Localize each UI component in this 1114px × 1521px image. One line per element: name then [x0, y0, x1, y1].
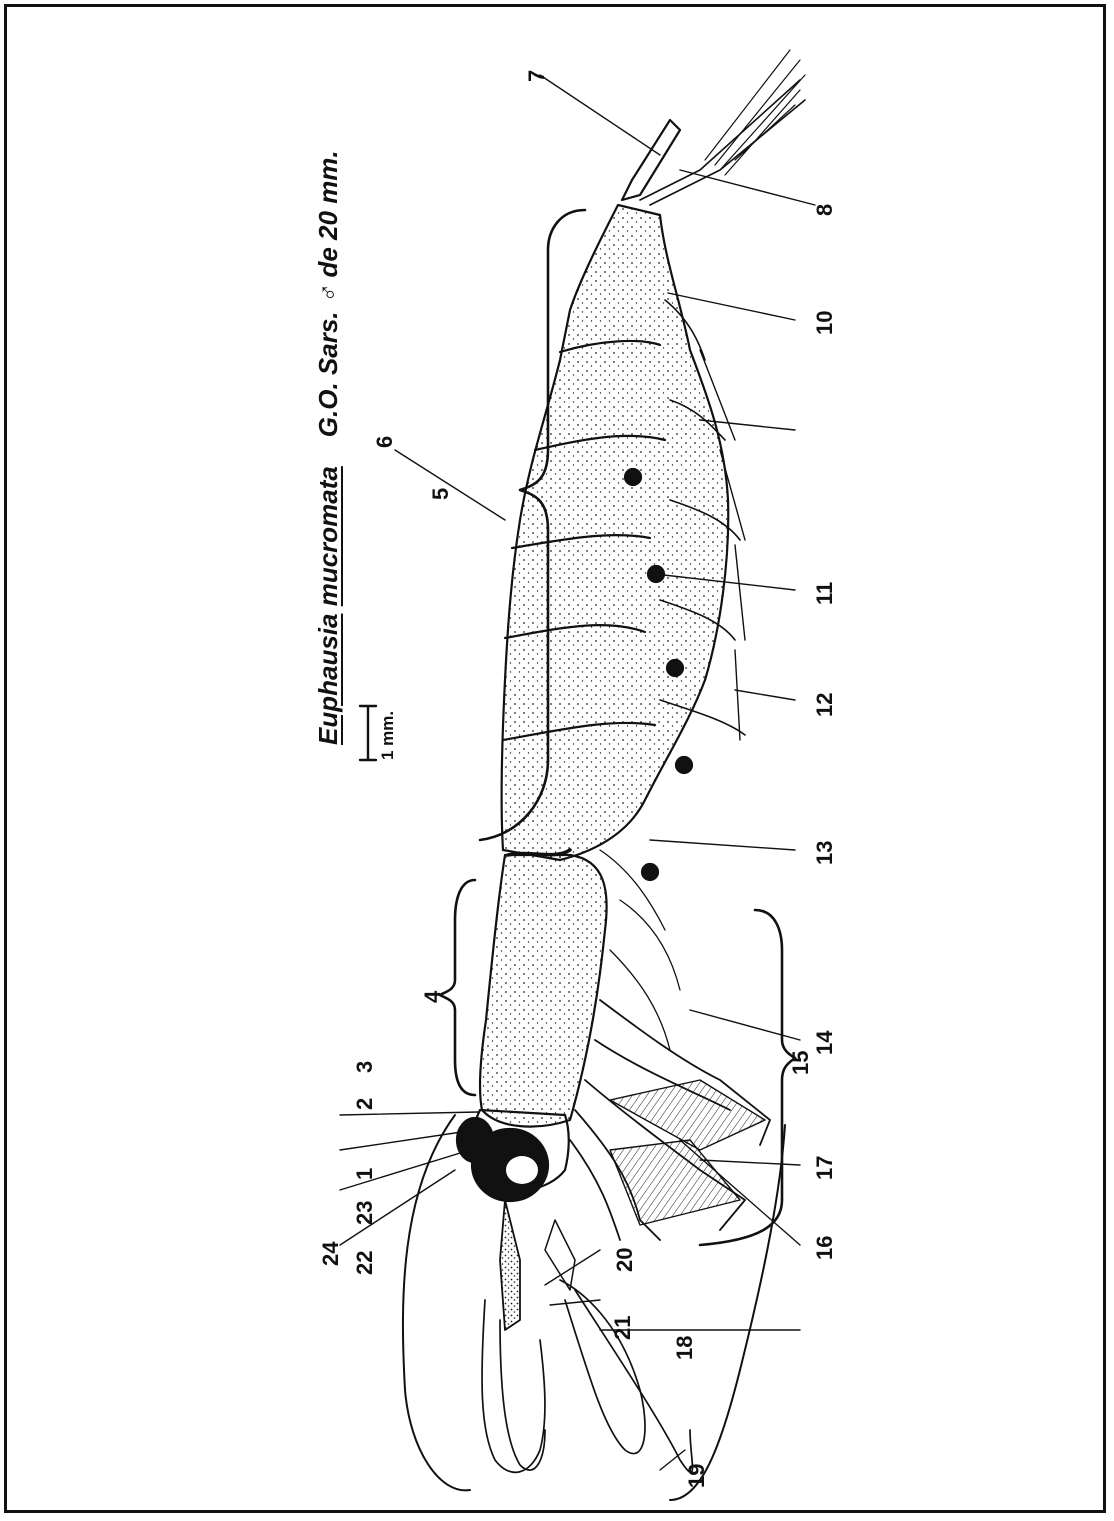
label-3: 3 — [352, 1061, 378, 1073]
photophore — [625, 469, 641, 485]
photophore — [676, 757, 692, 773]
title-species: mucromata — [313, 466, 343, 606]
label-14: 14 — [812, 1031, 838, 1055]
title-authority: G.O. Sars. — [313, 311, 343, 437]
photophore — [642, 864, 658, 880]
bracket-4 — [440, 880, 475, 1095]
thoracic-setae — [600, 850, 680, 1050]
antenna-flagellum — [560, 1280, 693, 1472]
label-15: 15 — [788, 1051, 814, 1075]
label-13: 13 — [812, 841, 838, 865]
label-7b: 7 — [524, 70, 550, 82]
label-16: 16 — [812, 1236, 838, 1260]
antennule-flagella — [482, 1300, 545, 1472]
label-12: 12 — [812, 693, 838, 717]
outline-bracket-dorsal — [403, 1115, 470, 1490]
label-19: 19 — [684, 1464, 710, 1488]
label-10: 10 — [812, 311, 838, 335]
antennule-peduncle — [500, 1200, 520, 1330]
label-20: 20 — [612, 1248, 638, 1272]
leg-hatching — [610, 1140, 740, 1225]
label-1: 1 — [352, 1168, 378, 1180]
label-11: 11 — [812, 582, 838, 605]
label-18: 18 — [672, 1336, 698, 1360]
scale-bar-label: 1 mm. — [378, 711, 398, 760]
figure-title: Euphausia mucromata G.O. Sars. ♂ de 20 m… — [313, 150, 344, 745]
label-22: 22 — [352, 1251, 378, 1275]
scale-bar — [360, 706, 376, 760]
label-5: 5 — [428, 488, 454, 500]
label-17: 17 — [812, 1156, 838, 1180]
telson — [622, 120, 680, 200]
abdomen-outline — [502, 205, 729, 860]
uropod — [640, 80, 805, 205]
label-21: 21 — [610, 1316, 636, 1340]
label-23: 23 — [352, 1201, 378, 1225]
label-2: 2 — [352, 1098, 378, 1110]
leg-hatching — [610, 1080, 765, 1150]
carapace — [480, 855, 607, 1127]
label-8: 8 — [812, 204, 838, 216]
label-6: 6 — [372, 436, 398, 448]
label-4: 4 — [420, 991, 446, 1003]
title-genus: Euphausia — [313, 614, 343, 745]
photophore — [667, 660, 683, 676]
male-symbol-icon: ♂ — [313, 285, 343, 305]
title-size: de 20 mm. — [313, 150, 343, 277]
label-24: 24 — [318, 1242, 344, 1266]
